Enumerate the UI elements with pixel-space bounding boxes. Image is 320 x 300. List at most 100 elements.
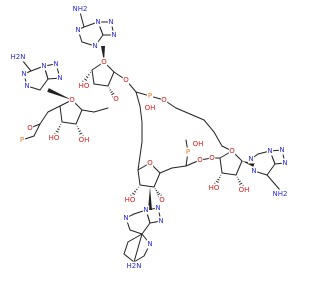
bond <box>39 78 49 91</box>
hash-bond <box>58 126 61 128</box>
atom-label-background <box>272 189 288 199</box>
atom-label-background <box>160 95 168 105</box>
atom-label-background <box>281 158 289 168</box>
bond <box>141 222 151 235</box>
hash-bond <box>77 128 80 130</box>
atom-label-background <box>126 261 142 271</box>
atom-label-background <box>68 95 76 105</box>
hydroxyl-group: OH <box>79 136 90 144</box>
amino-group: NH2 <box>73 5 88 13</box>
wedge-bond <box>148 187 152 210</box>
hydroxyl-group: OH <box>239 186 250 194</box>
hydroxyl-group: HO <box>209 184 220 192</box>
atom-label-background <box>208 183 220 193</box>
ring-nitrogen: N <box>92 42 97 50</box>
hash-bond <box>57 128 60 131</box>
atom-label-background <box>250 166 258 176</box>
atom-label-background <box>112 94 120 104</box>
bond <box>171 165 187 169</box>
atom-label-background <box>146 91 154 101</box>
ring-nitrogen: N <box>123 214 128 222</box>
atom-label-background <box>192 139 204 149</box>
atom-label-background <box>107 17 115 27</box>
ring-oxygen: O <box>101 58 107 66</box>
bond <box>81 109 95 113</box>
bond <box>129 229 143 235</box>
bond <box>39 111 49 125</box>
hash-bond <box>217 178 220 181</box>
hash-bond <box>218 176 221 179</box>
atom-label-background <box>278 145 286 155</box>
bond <box>266 163 276 176</box>
bond <box>213 131 223 147</box>
ring-nitrogen: N <box>147 240 152 248</box>
hash-bond <box>237 178 240 181</box>
atom-label-background <box>72 4 88 14</box>
atom-label-background <box>124 195 136 205</box>
ring-nitrogen: N <box>75 26 80 34</box>
bond <box>159 167 173 174</box>
hash-bond <box>157 192 161 196</box>
ring-nitrogen: N <box>21 70 26 78</box>
hash-bond <box>109 89 112 91</box>
ring-oxygen: O <box>147 159 153 167</box>
ring-nitrogen: N <box>282 159 287 167</box>
bond <box>137 141 143 171</box>
bond <box>61 121 77 125</box>
bond <box>93 107 109 113</box>
bond <box>235 160 243 176</box>
bond <box>79 11 85 28</box>
atom-label-background <box>142 205 150 215</box>
bond <box>133 233 143 263</box>
atom-label-background <box>122 75 130 85</box>
atom-label-background <box>40 61 48 71</box>
atom-label-background <box>48 133 60 143</box>
bond <box>21 59 32 72</box>
ring-nitrogen: N <box>108 18 113 26</box>
atom-label-background <box>228 146 236 156</box>
ring-nitrogen: N <box>95 18 100 26</box>
bond <box>139 105 143 123</box>
atom-label-background <box>26 123 34 133</box>
bond <box>219 157 223 174</box>
wedge-bond <box>242 161 255 167</box>
atom-label-background <box>247 154 255 164</box>
atom-label-background <box>110 30 118 40</box>
ester-oxygen: O <box>197 156 203 164</box>
atom-label-background <box>94 17 102 27</box>
bond <box>91 69 95 85</box>
phosphorus-atom: P <box>20 136 24 144</box>
hash-bond <box>239 182 243 185</box>
atom-label-background <box>208 153 216 163</box>
atom-label-background <box>146 239 154 249</box>
atom-label-background <box>184 147 192 157</box>
bond <box>139 184 155 188</box>
ring-nitrogen: N <box>158 217 163 225</box>
ring-nitrogen: N <box>279 146 284 154</box>
ester-oxygen: O <box>209 154 215 162</box>
hash-bond <box>111 92 115 96</box>
bond <box>107 71 115 87</box>
ring-oxygen: O <box>229 147 235 155</box>
atom-label-background <box>100 57 108 67</box>
hash-bond <box>79 132 83 135</box>
hydroxyl-group: OH <box>145 104 156 112</box>
bond <box>153 172 161 188</box>
bond <box>221 172 237 176</box>
amino-group: H2N <box>11 53 26 61</box>
hash-bond <box>215 180 219 183</box>
atom-label-background <box>78 135 90 145</box>
hash-bond <box>135 188 138 191</box>
hydroxyl-group: HO <box>125 196 136 204</box>
bond-layer <box>21 11 286 263</box>
ring-oxygen: O <box>69 96 75 104</box>
bond <box>33 123 41 137</box>
ring-nitrogen: N <box>57 74 62 82</box>
hash-bond <box>78 130 81 133</box>
atom-label-background <box>158 195 166 205</box>
ring-nitrogen: N <box>53 60 58 68</box>
ring-nitrogen: N <box>41 62 46 70</box>
ring-nitrogen: N <box>267 147 272 155</box>
